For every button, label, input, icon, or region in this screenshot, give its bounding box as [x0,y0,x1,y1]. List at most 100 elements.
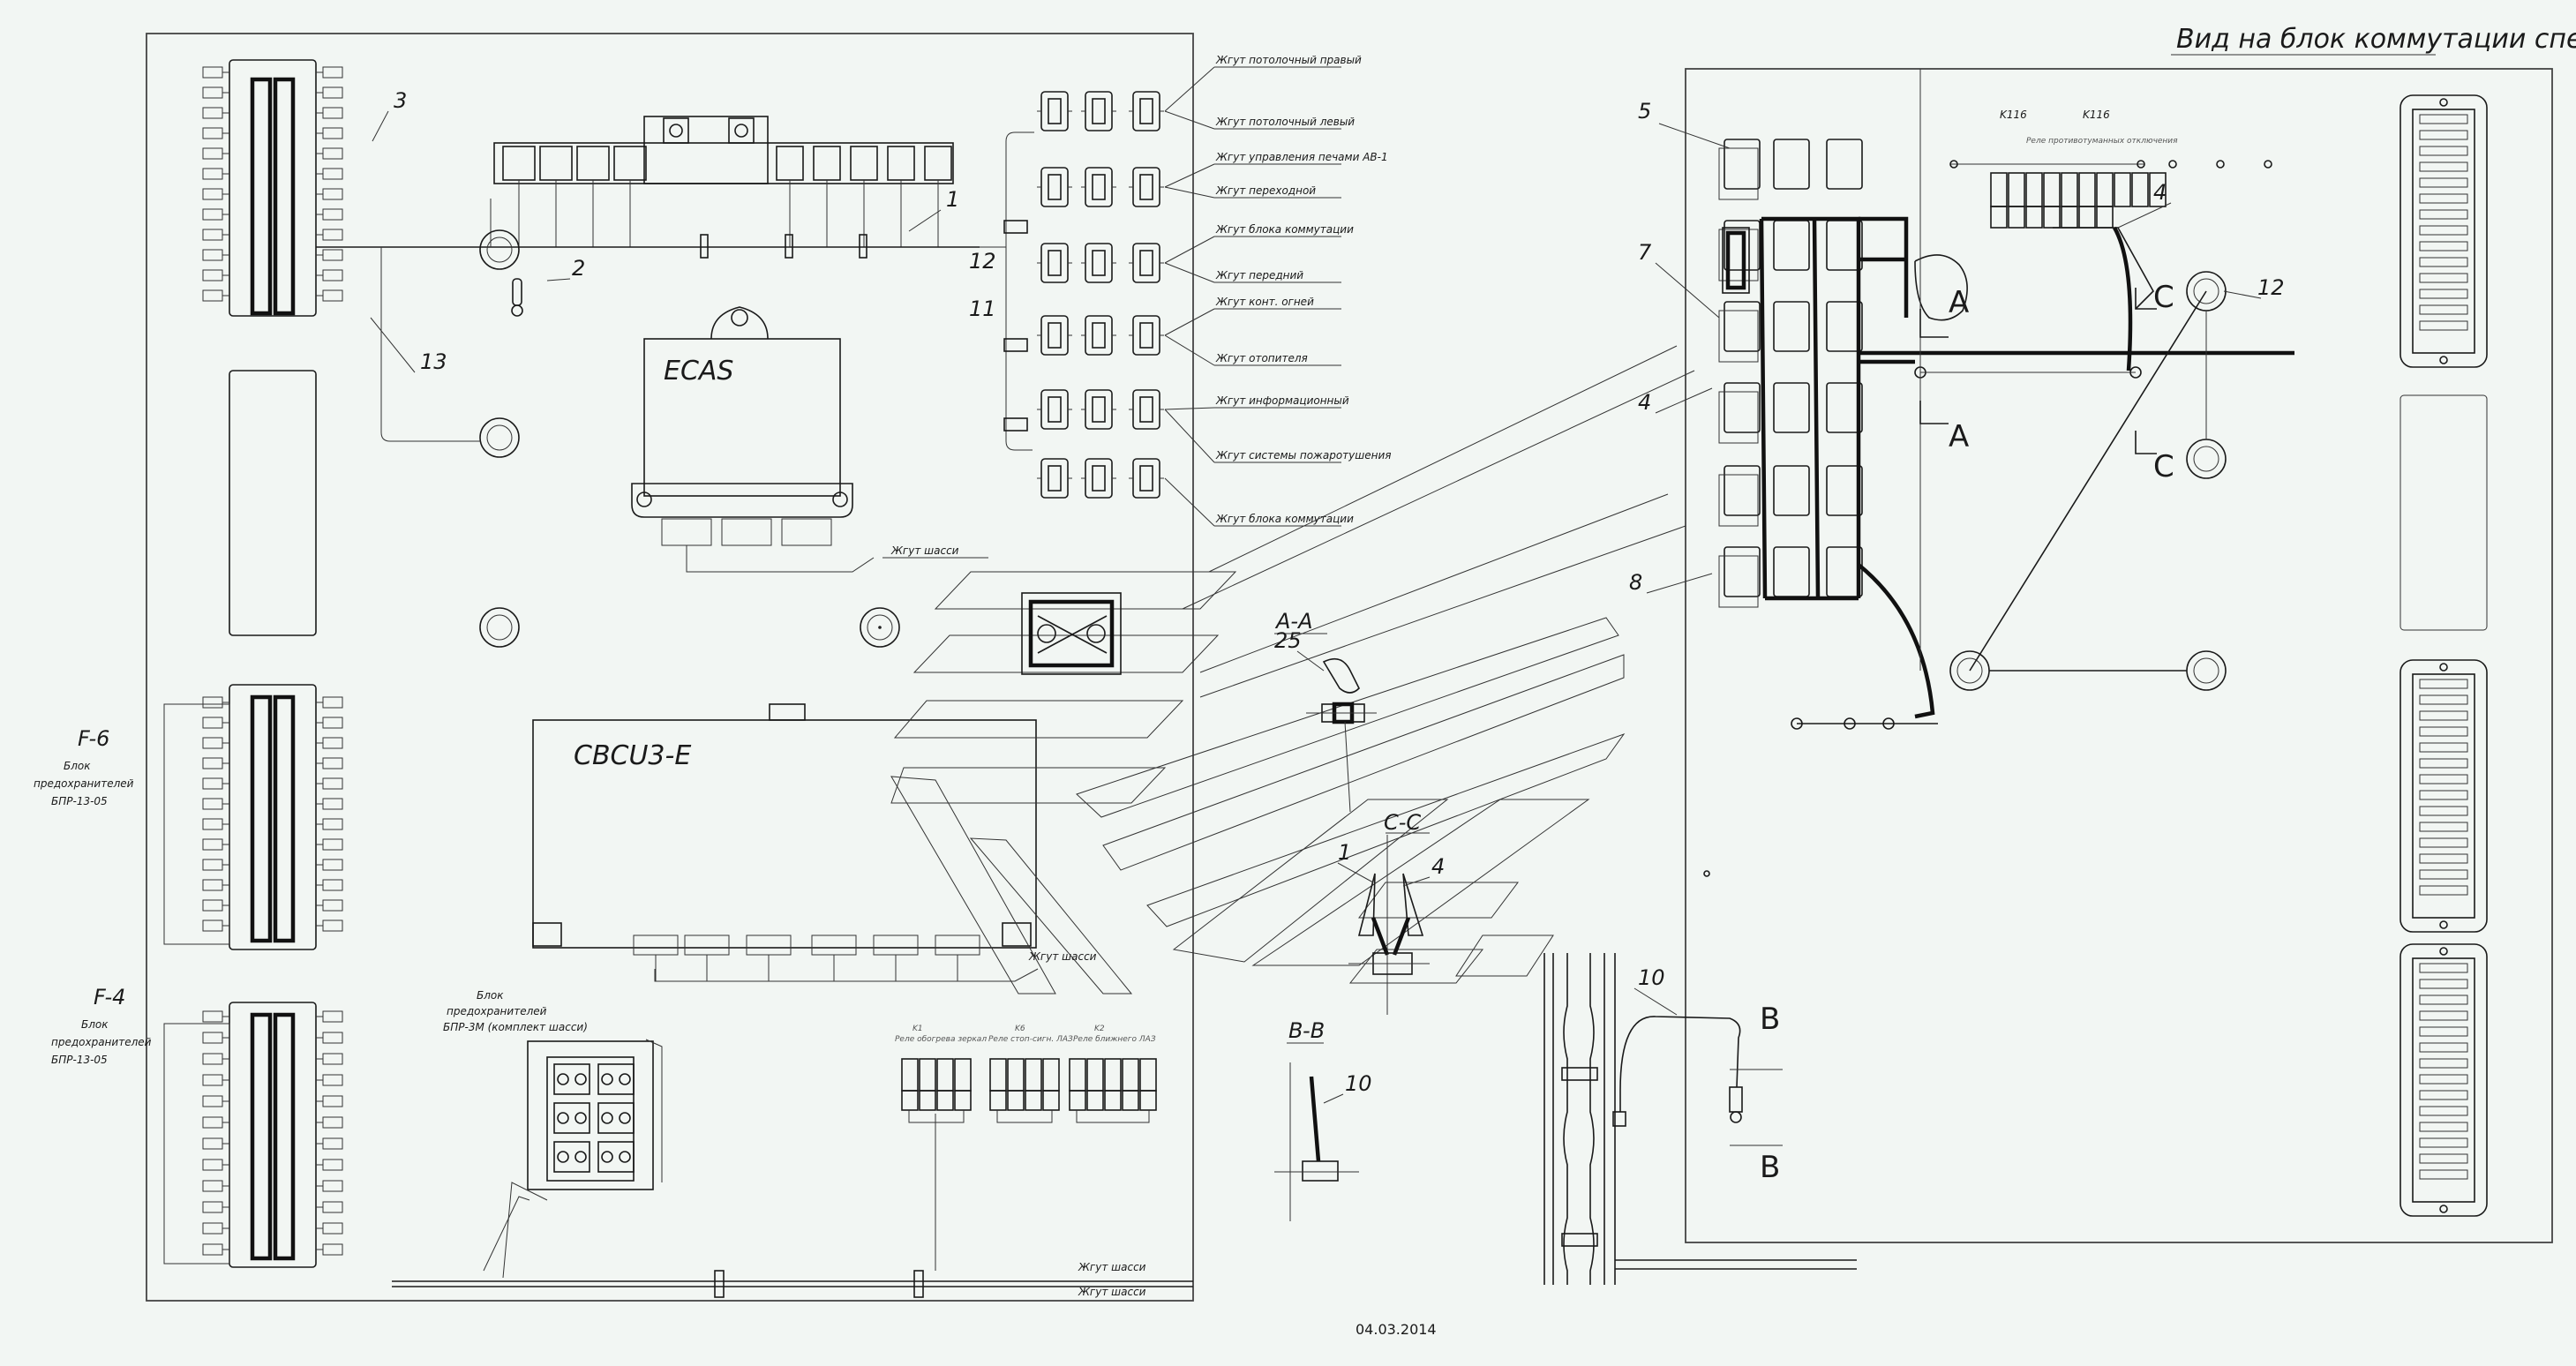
fuse-stub [202,208,223,221]
harness-connector [1037,91,1072,131]
harness-ribbon [893,700,1184,739]
connector-body [1085,243,1113,283]
fuse-stub [202,757,223,769]
bpr3m-line2: предохранителей [447,1005,547,1017]
connector-core [1092,98,1106,124]
connector-body [1040,458,1069,499]
fuse-stub [322,1032,343,1044]
ribbon-connector [2400,659,2488,933]
connector-core [1092,322,1106,349]
bpr3m-screw [575,1151,587,1163]
callout-13: 13 [420,349,447,374]
connector-body [1085,91,1113,131]
ribbon-pin [2419,257,2468,267]
ribbon-screw [2439,98,2448,107]
connector-body [1085,167,1113,207]
small-relay [989,1058,1007,1092]
fuse-stub [322,899,343,912]
small-relay [1069,1058,1086,1092]
ribbon-pin [2419,1058,2468,1069]
ribbon-pin [2419,979,2468,989]
ribbon-screw [2439,356,2448,364]
relay-outline [1718,555,1759,608]
ribbon-pin [2419,1106,2468,1116]
ribbon-pin [2419,790,2468,800]
harness-label: Жгут информационный [1215,394,1349,407]
ribbon-pin [2419,241,2468,251]
fuse-stub [202,1074,223,1086]
f6-line3: БПР-13-05 [51,795,108,807]
f4-line3: БПР-13-05 [51,1054,108,1066]
k116-relay-base [2061,206,2078,229]
k116-relay [2061,172,2078,207]
fuse-stub [322,249,343,261]
ribbon-pin [2419,1010,2468,1021]
ecas-label: ECAS [664,356,733,387]
ribbon-pin [2419,679,2468,689]
small-relay-base [1069,1090,1086,1111]
small-relay-base [1122,1090,1139,1111]
switching-relay [1826,139,1863,190]
view-title: Вид на блок коммутации спереди [2176,24,2576,55]
callout-4c: 4 [1431,854,1445,879]
terminal [1791,717,1803,730]
ribbon-pin [2419,710,2468,721]
fuse-stub [322,696,343,709]
fuse-stub [322,798,343,810]
harness-clip [1003,220,1028,234]
fuse-stub [202,798,223,810]
connector-core [1139,250,1153,276]
fuse-holder-core [1725,230,1746,290]
relay [502,146,536,181]
bpr3m-fuse [553,1102,590,1134]
ribbon-connector-shell [2400,943,2488,1217]
fuse-stub [202,1180,223,1192]
switching-relay [1773,546,1810,597]
harness-leader [1164,477,1215,527]
fuse-stub [202,289,223,302]
harness-leader [1164,110,1215,130]
harness-leader [1164,66,1215,112]
small-relay-base [1086,1090,1104,1111]
small-relay-base [989,1090,1007,1111]
relay [887,146,915,181]
small-relay-base [919,1090,936,1111]
k116-relay [2078,172,2096,207]
harness-connector [1081,243,1116,283]
small-relay-base [901,1090,919,1111]
callout-leader [908,209,942,232]
switching-relay [1773,382,1810,433]
section-mark-c1: С [2153,280,2174,315]
harness-ribbon [1172,799,1449,963]
harness-label: Жгут потолочный левый [1215,116,1355,128]
fuse-stub [202,249,223,261]
small-relay [901,1058,919,1092]
chassis-label-mid: Жгут шасси [1028,950,1097,963]
fuse-holder [1722,227,1750,294]
connector-body [1040,91,1069,131]
k116-relay [2043,172,2061,207]
fuse-stub [322,1074,343,1086]
connector-core [1092,396,1106,423]
connector-body [1132,315,1160,356]
fuse-stub [322,107,343,119]
terminal [1882,717,1895,730]
relay [850,146,878,181]
switching-relay [1773,139,1810,190]
fuse-block-f4 [163,1002,317,1268]
callout-leader [1655,262,1720,319]
ribbon-pin [2419,694,2468,705]
cbcu-port [633,934,679,956]
ribbon-pin [2419,273,2468,283]
fuse-stub [322,859,343,871]
connector-core [1048,465,1062,492]
k116-relay-base [2008,206,2025,229]
ribbon-connector-inner [2412,957,2475,1203]
connector-core [1048,396,1062,423]
fuse-stub [322,86,343,99]
small-relay-base [1042,1090,1060,1111]
ribbon-pin [2419,1074,2468,1085]
ribbon-pin [2419,1026,2468,1037]
bpr3m-screw [601,1151,613,1163]
fuse-stub [202,1032,223,1044]
